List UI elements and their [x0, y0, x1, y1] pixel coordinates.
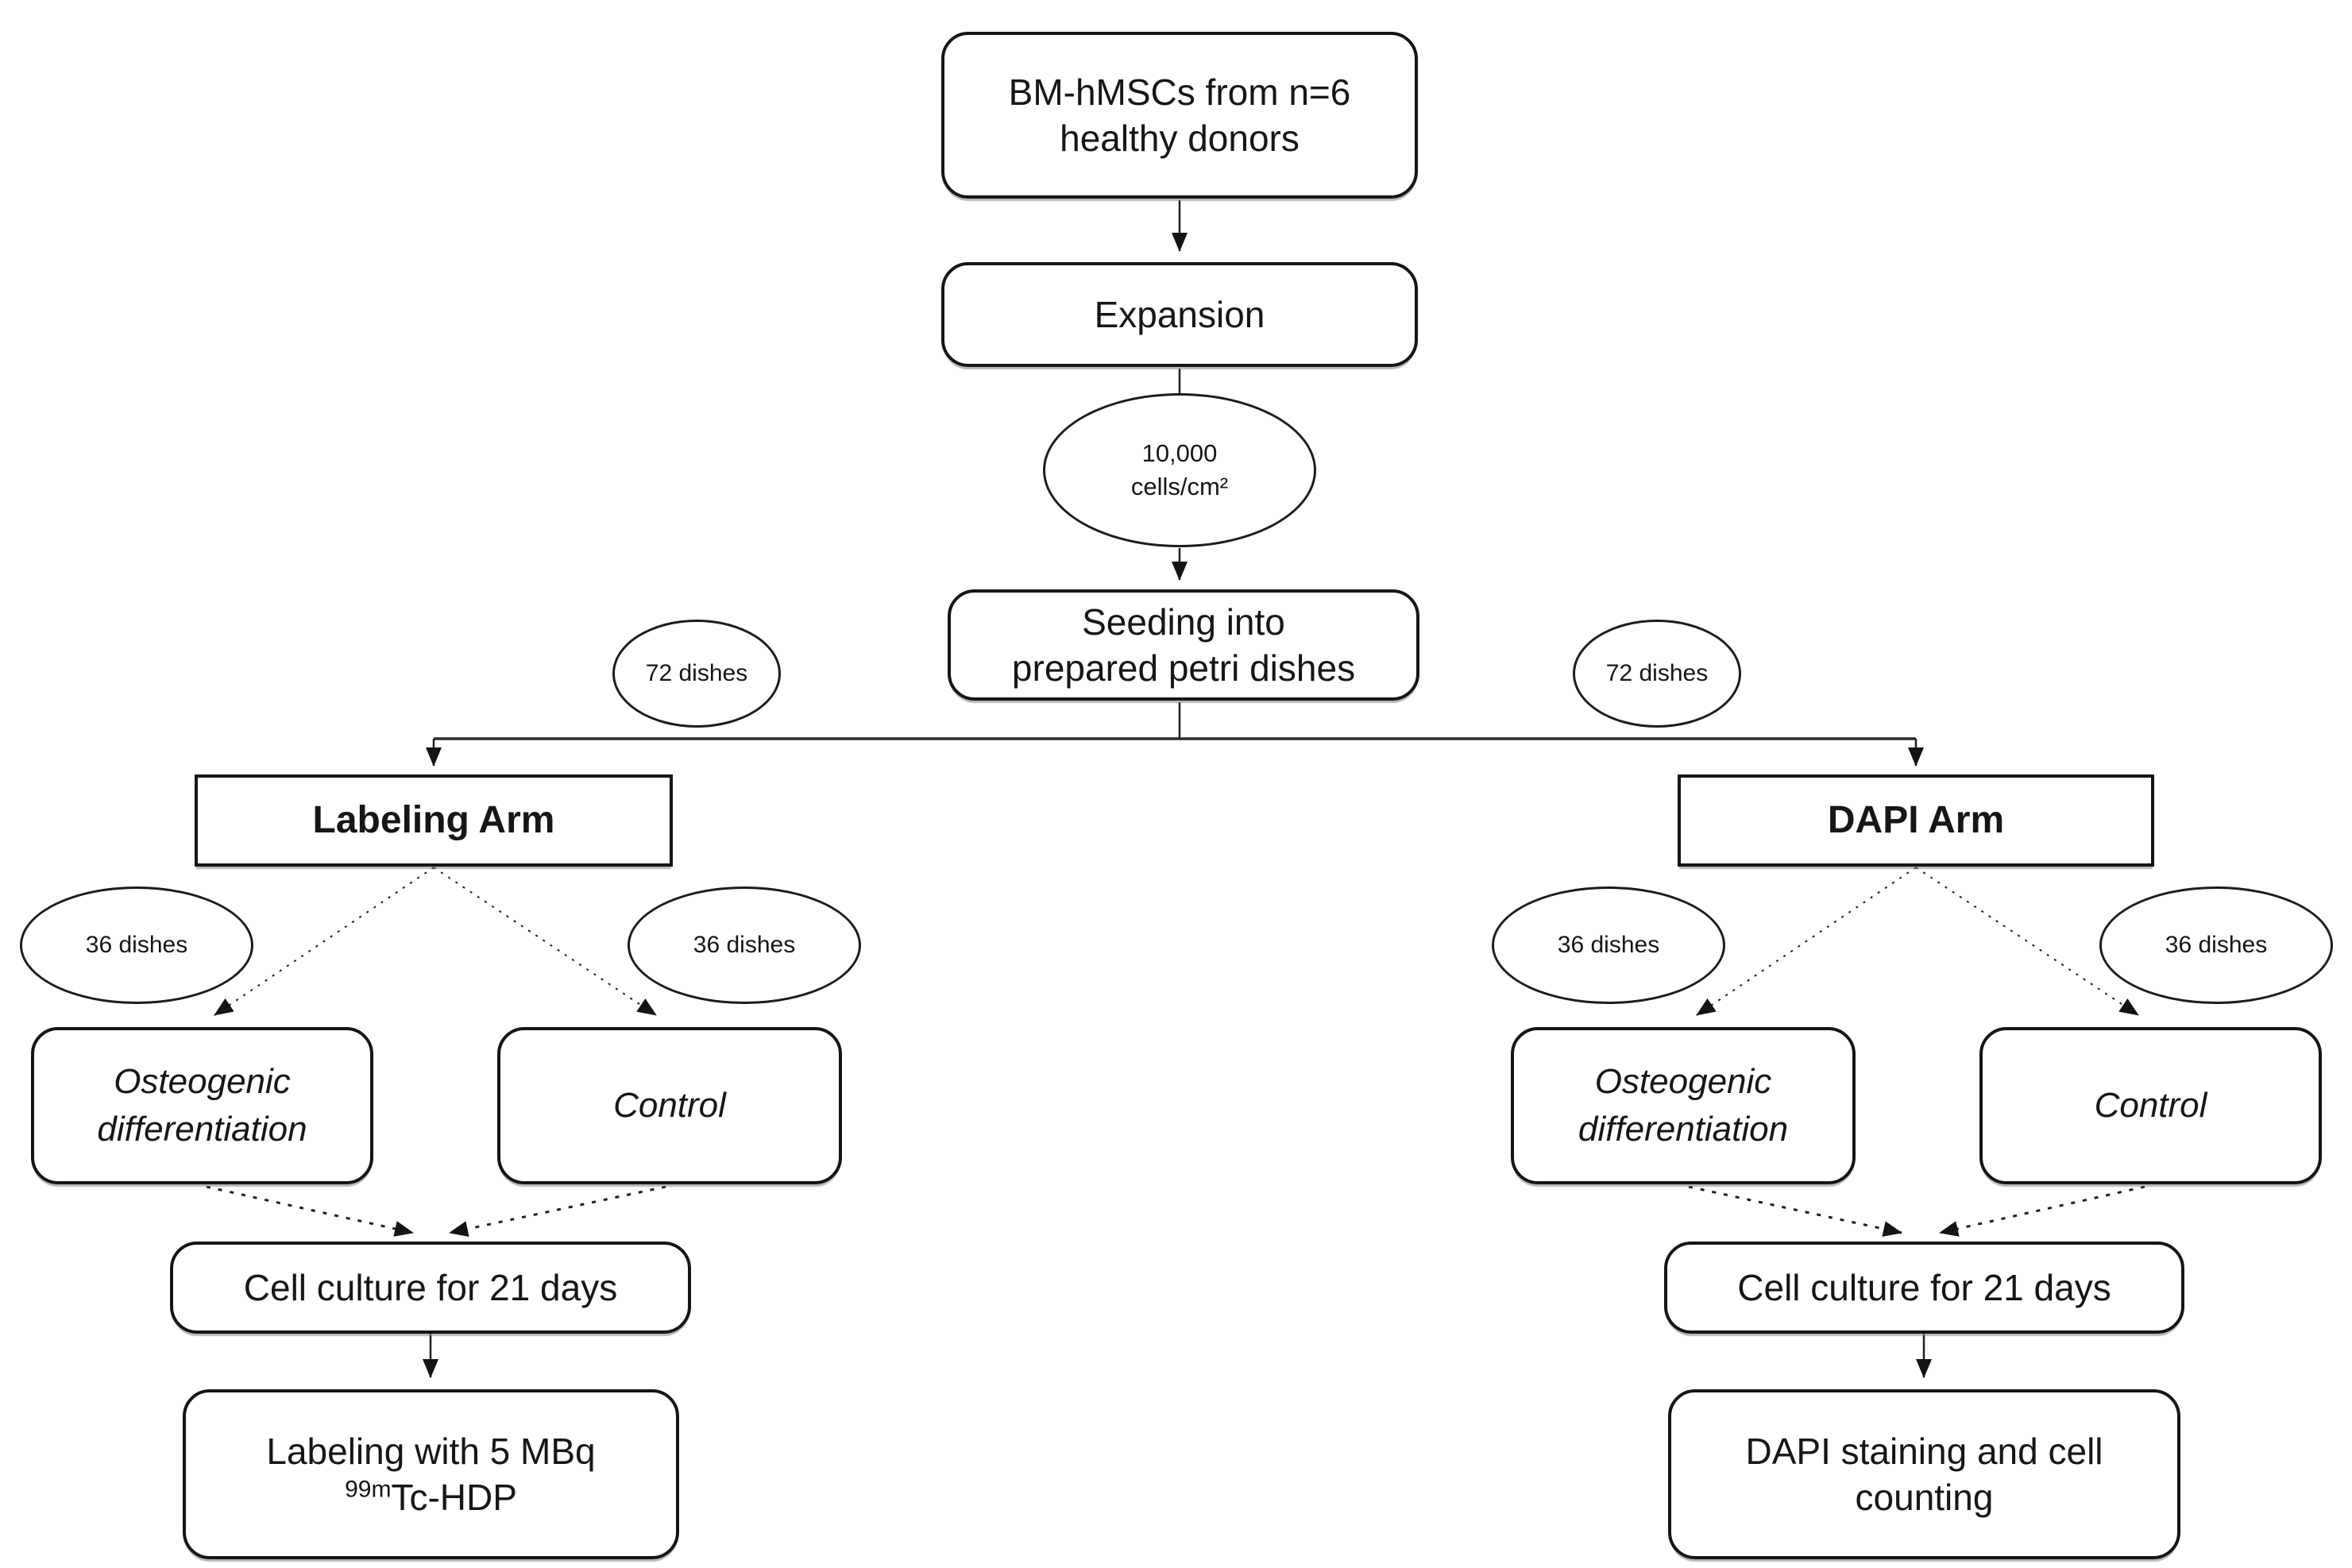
node-dishes72-right: 72 dishes: [1573, 620, 1741, 728]
node-tc-labeling-isotope-rest: Tc-HDP: [391, 1477, 517, 1518]
node-labeling-arm: Labeling Arm: [195, 774, 673, 867]
node-donors-line2: healthy donors: [1060, 118, 1300, 159]
node-dishes72-right-label: 72 dishes: [1605, 660, 1709, 686]
node-dishes36-labeling-left: 36 dishes: [20, 886, 253, 1004]
node-osteogenic-right: Osteogenic differentiation: [1511, 1027, 1856, 1184]
node-control-left: Control: [497, 1027, 842, 1184]
node-culture-right-label: Cell culture for 21 days: [1737, 1267, 2111, 1308]
node-seeding-density-line1: 10,000: [1141, 439, 1218, 467]
node-dishes72-left: 72 dishes: [612, 620, 781, 728]
node-dishes36-dapi-left: 36 dishes: [1492, 886, 1725, 1004]
node-dapi-arm-label: DAPI Arm: [1827, 799, 2005, 841]
merge-osteogenic-culture-left: [206, 1185, 414, 1237]
node-tc-labeling: Labeling with 5 MBq 99mTc-HDP: [183, 1389, 679, 1559]
node-labeling-arm-label: Labeling Arm: [312, 799, 555, 841]
node-control-left-label: Control: [613, 1086, 726, 1125]
merge-osteogenic-culture-right: [1688, 1185, 1902, 1237]
merge-control-culture-left: [449, 1185, 666, 1237]
node-dishes36-labeling-right: 36 dishes: [628, 886, 861, 1004]
node-seeding: Seeding into prepared petri dishes: [948, 589, 1419, 701]
node-dishes36-dapi-right-label: 36 dishes: [2165, 932, 2268, 958]
node-osteogenic-left-line1: Osteogenic: [114, 1062, 291, 1101]
node-dishes36-labeling-right-label: 36 dishes: [693, 932, 796, 958]
node-dishes36-dapi-left-label: 36 dishes: [1557, 932, 1660, 958]
node-control-right: Control: [1979, 1027, 2322, 1184]
fork-labeling-osteogenic: [214, 867, 434, 1016]
node-seeding-line1: Seeding into: [1082, 601, 1285, 643]
node-osteogenic-right-line2: differentiation: [1578, 1110, 1789, 1149]
node-osteogenic-left-line2: differentiation: [97, 1110, 307, 1149]
node-expansion-label: Expansion: [1094, 294, 1265, 335]
node-osteogenic-left: Osteogenic differentiation: [31, 1027, 373, 1184]
node-donors-line1: BM-hMSCs from n=6: [1008, 71, 1351, 113]
node-tc-labeling-line2: 99mTc-HDP: [345, 1474, 517, 1520]
node-culture-left: Cell culture for 21 days: [170, 1242, 691, 1334]
node-osteogenic-right-line1: Osteogenic: [1594, 1062, 1772, 1101]
node-donors: BM-hMSCs from n=6 healthy donors: [941, 32, 1418, 199]
node-seeding-line2: prepared petri dishes: [1011, 647, 1356, 689]
node-culture-right: Cell culture for 21 days: [1664, 1242, 2184, 1334]
node-seeding-density-line2: cells/cm²: [1130, 473, 1229, 500]
node-dishes36-dapi-right: 36 dishes: [2099, 886, 2333, 1004]
node-culture-left-label: Cell culture for 21 days: [243, 1267, 618, 1308]
fork-dapi-control: [1915, 867, 2139, 1016]
node-dapi-arm: DAPI Arm: [1678, 774, 2154, 867]
fork-dapi-osteogenic: [1696, 867, 1917, 1016]
node-dishes36-labeling-left-label: 36 dishes: [85, 932, 188, 958]
node-control-right-label: Control: [2094, 1086, 2207, 1125]
node-expansion: Expansion: [941, 262, 1418, 367]
node-tc-labeling-isotope-sup: 99m: [345, 1476, 392, 1503]
node-dapi-staining: DAPI staining and cell counting: [1668, 1389, 2180, 1559]
node-seeding-density: 10,000 cells/cm²: [1043, 393, 1316, 547]
node-dapi-staining-line2: counting: [1855, 1477, 1994, 1518]
node-tc-labeling-line1: Labeling with 5 MBq: [266, 1431, 596, 1472]
node-dapi-staining-line1: DAPI staining and cell: [1745, 1431, 2103, 1472]
merge-control-culture-right: [1939, 1185, 2145, 1237]
fork-labeling-control: [433, 867, 657, 1016]
node-dishes72-left-label: 72 dishes: [645, 660, 748, 686]
